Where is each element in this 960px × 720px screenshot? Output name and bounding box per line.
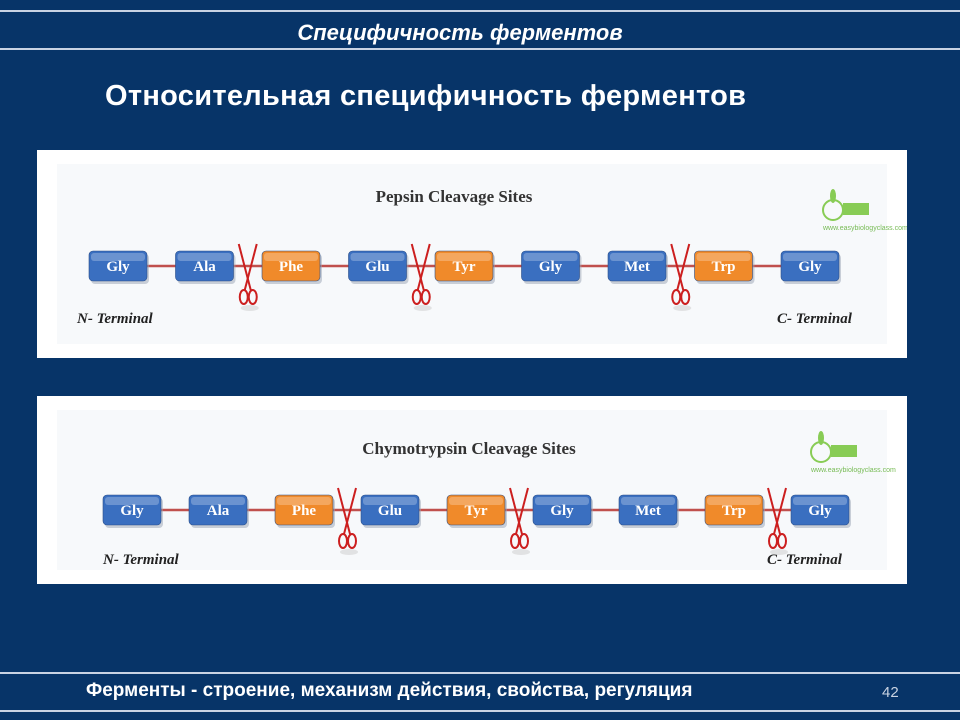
amino-acid-label: Gly [539, 259, 563, 275]
page-number: 42 [882, 684, 899, 701]
amino-acid-label: Met [635, 503, 661, 519]
amino-acid-label: Trp [712, 259, 736, 275]
amino-acid-box: Gly [790, 494, 851, 528]
scissors-icon [410, 243, 432, 311]
diagram-title: Pepsin Cleavage Sites [376, 187, 533, 206]
amino-acid-label: Gly [798, 259, 822, 275]
c-terminal-label: C- Terminal [777, 311, 853, 327]
chymotrypsin-diagram-panel: Chymotrypsin Cleavage Sites www.easybiolo… [37, 396, 907, 584]
amino-acid-label: Gly [106, 259, 130, 275]
amino-acid-box: Gly [102, 494, 163, 528]
amino-acid-box: Ala [188, 494, 249, 528]
amino-acid-box: Gly [521, 250, 582, 284]
scissors-icon [509, 487, 530, 555]
watermark-url: www.easybiologyclass.com [810, 467, 896, 474]
n-terminal-label: N- Terminal [76, 311, 154, 327]
amino-acid-label: Gly [120, 503, 144, 519]
amino-acid-box: Trp [704, 494, 765, 528]
amino-acid-label: Trp [722, 503, 746, 519]
chymotrypsin-diagram: Chymotrypsin Cleavage Sites www.easybiolo… [57, 410, 896, 570]
diagram-background [57, 410, 887, 570]
amino-acid-box: Gly [780, 250, 841, 284]
amino-acid-box: Phe [274, 494, 335, 528]
amino-acid-box: Ala [175, 250, 236, 284]
amino-acid-box: Phe [261, 250, 322, 284]
amino-acid-label: Tyr [464, 503, 487, 519]
amino-acid-label: Gly [808, 503, 832, 519]
scissors-icon [767, 487, 788, 555]
footer-bar [0, 672, 960, 712]
n-terminal-label: N- Terminal [102, 552, 180, 568]
amino-acid-label: Gly [550, 503, 574, 519]
amino-acid-label: Phe [292, 503, 317, 519]
scissors-icon [337, 487, 358, 555]
amino-acid-box: Glu [348, 250, 409, 284]
amino-acid-box: Gly [88, 250, 149, 284]
header-bar [0, 10, 960, 50]
amino-acid-box: Trp [694, 250, 755, 284]
amino-acid-label: Ala [193, 259, 216, 275]
slide-subtitle: Относительная специфичность ферментов [105, 80, 747, 112]
diagram-title: Chymotrypsin Cleavage Sites [362, 439, 576, 458]
pepsin-diagram: Pepsin Cleavage Sites www.easybiologyclas… [57, 164, 907, 344]
amino-acid-label: Glu [365, 259, 389, 275]
amino-acid-label: Ala [207, 503, 230, 519]
amino-acid-box: Met [618, 494, 679, 528]
slide-header-title: Специфичность ферментов [297, 20, 623, 45]
leaf-logo-icon [810, 431, 857, 463]
amino-acid-label: Glu [378, 503, 402, 519]
footer-text: Ферменты - строение, механизм действия, … [86, 680, 693, 701]
amino-acid-box: Glu [360, 494, 421, 528]
amino-acid-label: Met [624, 259, 650, 275]
leaf-logo-icon [822, 189, 869, 221]
amino-acid-label: Tyr [452, 259, 475, 275]
amino-acid-box: Gly [532, 494, 593, 528]
watermark-url: www.easybiologyclass.com [822, 225, 907, 232]
scissors-icon [237, 243, 259, 311]
amino-acid-box: Tyr [446, 494, 507, 528]
amino-acid-label: Phe [279, 259, 304, 275]
pepsin-diagram-panel: Pepsin Cleavage Sites www.easybiologyclas… [37, 150, 907, 358]
amino-acid-box: Met [607, 250, 668, 284]
scissors-icon [670, 243, 692, 311]
c-terminal-label: C- Terminal [767, 552, 843, 568]
amino-acid-box: Tyr [434, 250, 495, 284]
